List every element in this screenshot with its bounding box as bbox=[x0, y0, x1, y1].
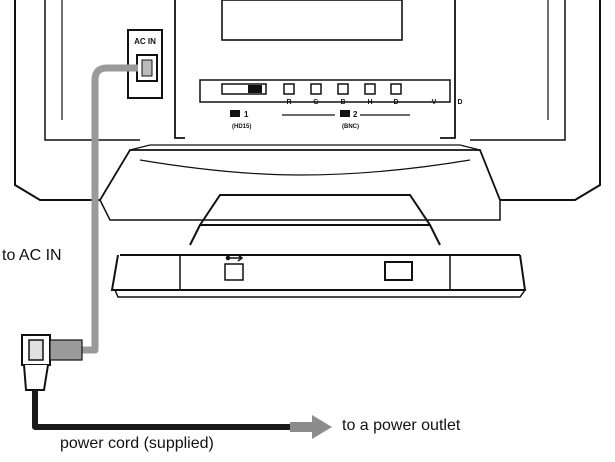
bnc-connector bbox=[283, 83, 295, 95]
ac-in-panel: AC IN bbox=[127, 29, 163, 99]
bnc-letter: G bbox=[313, 99, 319, 106]
monitor-stand bbox=[110, 194, 527, 298]
bnc-letter: D bbox=[393, 99, 398, 106]
to-ac-in-label: to AC IN bbox=[2, 247, 62, 264]
ac-in-panel-label: AC IN bbox=[134, 37, 156, 46]
connector-panel: R G B H D V D 1 (HD15) 2 (BNC) bbox=[199, 79, 463, 130]
arrow-to-outlet bbox=[290, 415, 332, 439]
input1-icon bbox=[230, 110, 240, 117]
bnc-connector bbox=[337, 83, 349, 95]
bnc-letter: V bbox=[432, 99, 437, 106]
bnc-connector bbox=[364, 83, 376, 95]
power-cord-gray bbox=[80, 64, 138, 354]
bnc-letter: R bbox=[286, 99, 291, 106]
bnc-connector-row bbox=[283, 83, 402, 95]
plug-connector bbox=[21, 334, 83, 391]
bnc-connector bbox=[310, 83, 322, 95]
bnc-letter: B bbox=[340, 99, 345, 106]
input1-label: 1 bbox=[244, 110, 249, 119]
input2-icon bbox=[340, 110, 350, 117]
bnc-connector bbox=[390, 83, 402, 95]
input2-sub-label: (BNC) bbox=[342, 124, 359, 130]
usb-icon bbox=[224, 254, 244, 281]
bnc-letter: H bbox=[367, 99, 372, 106]
input1-sub-label: (HD15) bbox=[232, 124, 251, 130]
power-cord-label: power cord (supplied) bbox=[60, 435, 214, 452]
bnc-letter: D bbox=[457, 99, 462, 106]
power-cord-dark bbox=[32, 390, 290, 430]
monitor-rear bbox=[14, 0, 601, 221]
input2-label: 2 bbox=[353, 110, 358, 119]
to-power-outlet-label: to a power outlet bbox=[342, 417, 461, 434]
